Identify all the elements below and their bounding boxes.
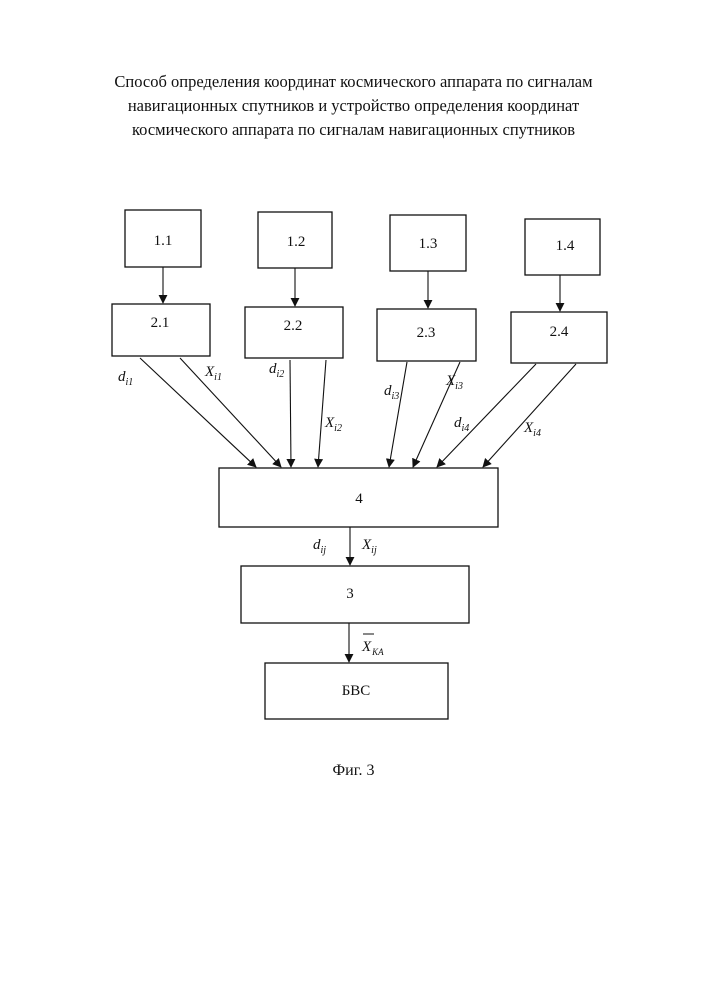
label-d-i2: di2: [269, 361, 284, 380]
block-1-3: 1.3: [390, 215, 466, 271]
arrow-x-i1: [180, 358, 281, 467]
label-x-i2: Xi2: [324, 415, 342, 434]
block-4: 4: [219, 468, 498, 527]
block-1-4-label: 1.4: [556, 238, 575, 254]
block-3: 3: [241, 566, 469, 623]
block-2-1-label: 2.1: [151, 315, 170, 331]
block-1-2: 1.2: [258, 212, 332, 268]
label-x-ij: Xij: [361, 537, 377, 556]
arrow-x-i2: [318, 360, 326, 467]
block-1-3-label: 1.3: [419, 236, 438, 252]
block-1-1-label: 1.1: [154, 233, 173, 249]
block-2-3-label: 2.3: [417, 325, 436, 341]
block-4-label: 4: [355, 491, 363, 507]
arrow-d-i3: [389, 362, 407, 467]
block-2-2: 2.2: [245, 307, 343, 358]
label-d-i3: di3: [384, 383, 399, 402]
block-3-label: 3: [346, 586, 354, 602]
block-1-4: 1.4: [525, 219, 600, 275]
label-d-ij: dij: [313, 537, 326, 556]
figure-caption: Фиг. 3: [0, 762, 707, 780]
arrow-d-i1: [140, 358, 256, 467]
block-2-2-label: 2.2: [284, 318, 303, 334]
block-2-4-label: 2.4: [550, 324, 569, 340]
block-1-1: 1.1: [125, 210, 201, 267]
label-x-ka: XКА: [361, 639, 384, 657]
block-1-2-label: 1.2: [287, 234, 306, 250]
block-2-1: 2.1: [112, 304, 210, 356]
label-x-i1: Xi1: [204, 364, 222, 383]
label-x-i4: Xi4: [523, 420, 541, 439]
block-bvs: БВС: [265, 663, 448, 719]
label-d-i1: di1: [118, 369, 133, 388]
arrow-x-i4: [483, 364, 576, 467]
block-bvs-label: БВС: [342, 683, 371, 699]
block-2-3: 2.3: [377, 309, 476, 361]
block-2-4: 2.4: [511, 312, 607, 363]
arrow-d-i2: [290, 360, 291, 467]
label-d-i4: di4: [454, 415, 469, 434]
